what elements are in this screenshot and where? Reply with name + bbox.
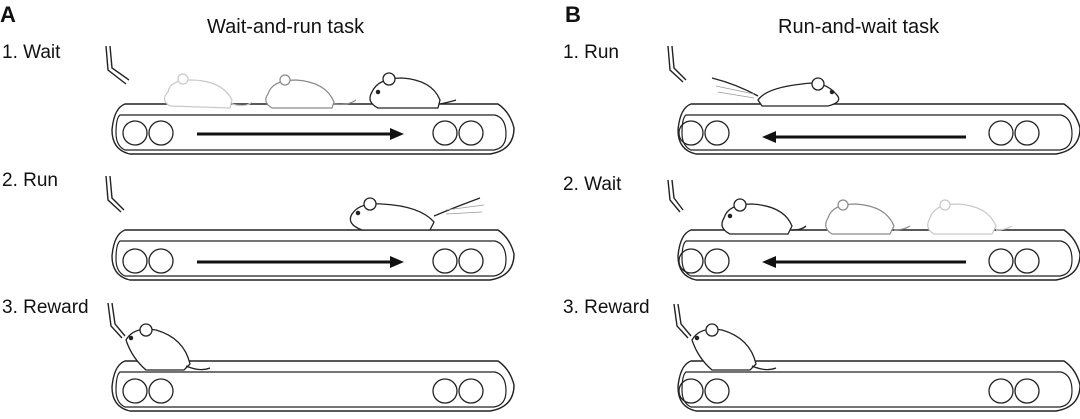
roller-icon: [988, 378, 1014, 404]
mouse-icon: [163, 73, 253, 109]
panel-title: Wait-and-run task: [207, 16, 365, 38]
mouse-icon: [825, 199, 911, 235]
panel-b-illustration: [667, 45, 1080, 412]
roller-icon: [678, 248, 704, 274]
roller-icon: [122, 248, 148, 274]
step-label-1: 1. Run: [563, 42, 619, 63]
water-spout-icon: [673, 303, 692, 339]
roller-icon: [148, 248, 174, 274]
step-label-1: 1. Wait: [2, 42, 61, 63]
panel-letter: B: [565, 2, 581, 27]
roller-icon: [1014, 248, 1040, 274]
water-spout-icon: [105, 45, 130, 85]
roller-icon: [704, 378, 730, 404]
treadmill-belt: [677, 229, 1080, 281]
panel-a-illustration: [105, 45, 515, 412]
treadmill-belt: [677, 360, 1080, 412]
drinking-mouse-icon: [125, 323, 211, 371]
roller-icon: [704, 120, 730, 146]
roller-icon: [432, 248, 458, 274]
running-mouse-icon: [349, 197, 485, 231]
panel-b-run-and-wait: B Run-and-wait task 1. Run 2. Wait 3. Re…: [540, 0, 1080, 419]
roller-icon: [432, 120, 458, 146]
roller-icon: [1014, 378, 1040, 404]
roller-icon: [458, 120, 484, 146]
roller-icon: [1014, 120, 1040, 146]
roller-icon: [988, 248, 1014, 274]
treadmill-belt: [677, 103, 1080, 155]
panel-a-wait-and-run: A Wait-and-run task 1. Wait 2. Run 3. Re…: [0, 2, 515, 412]
treadmill-belt: [111, 229, 515, 281]
roller-icon: [988, 120, 1014, 146]
roller-icon: [122, 120, 148, 146]
roller-icon: [678, 378, 704, 404]
roller-icon: [148, 120, 174, 146]
mouse-icon: [927, 199, 1013, 235]
roller-icon: [458, 248, 484, 274]
roller-icon: [122, 378, 148, 404]
water-spout-icon: [667, 179, 684, 213]
roller-icon: [704, 248, 730, 274]
drinking-mouse-icon: [691, 323, 777, 371]
roller-icon: [678, 120, 704, 146]
step-label-2: 2. Wait: [563, 174, 622, 195]
water-spout-icon: [105, 175, 125, 213]
treadmill-belt: [111, 103, 515, 155]
roller-icon: [432, 378, 458, 404]
water-spout-icon: [107, 302, 126, 339]
mouse-icon: [369, 72, 457, 109]
step-label-2: 2. Run: [2, 170, 58, 191]
mouse-icon: [265, 74, 357, 109]
panel-letter: A: [0, 2, 16, 27]
water-spout-icon: [667, 45, 687, 83]
step-label-3: 3. Reward: [2, 297, 89, 318]
panel-title: Run-and-wait task: [778, 16, 940, 38]
mouse-icon: [721, 198, 807, 235]
step-label-3: 3. Reward: [563, 297, 650, 318]
roller-icon: [458, 378, 484, 404]
roller-icon: [148, 378, 174, 404]
treadmill-belt: [111, 360, 515, 412]
running-mouse-icon: [711, 77, 840, 107]
